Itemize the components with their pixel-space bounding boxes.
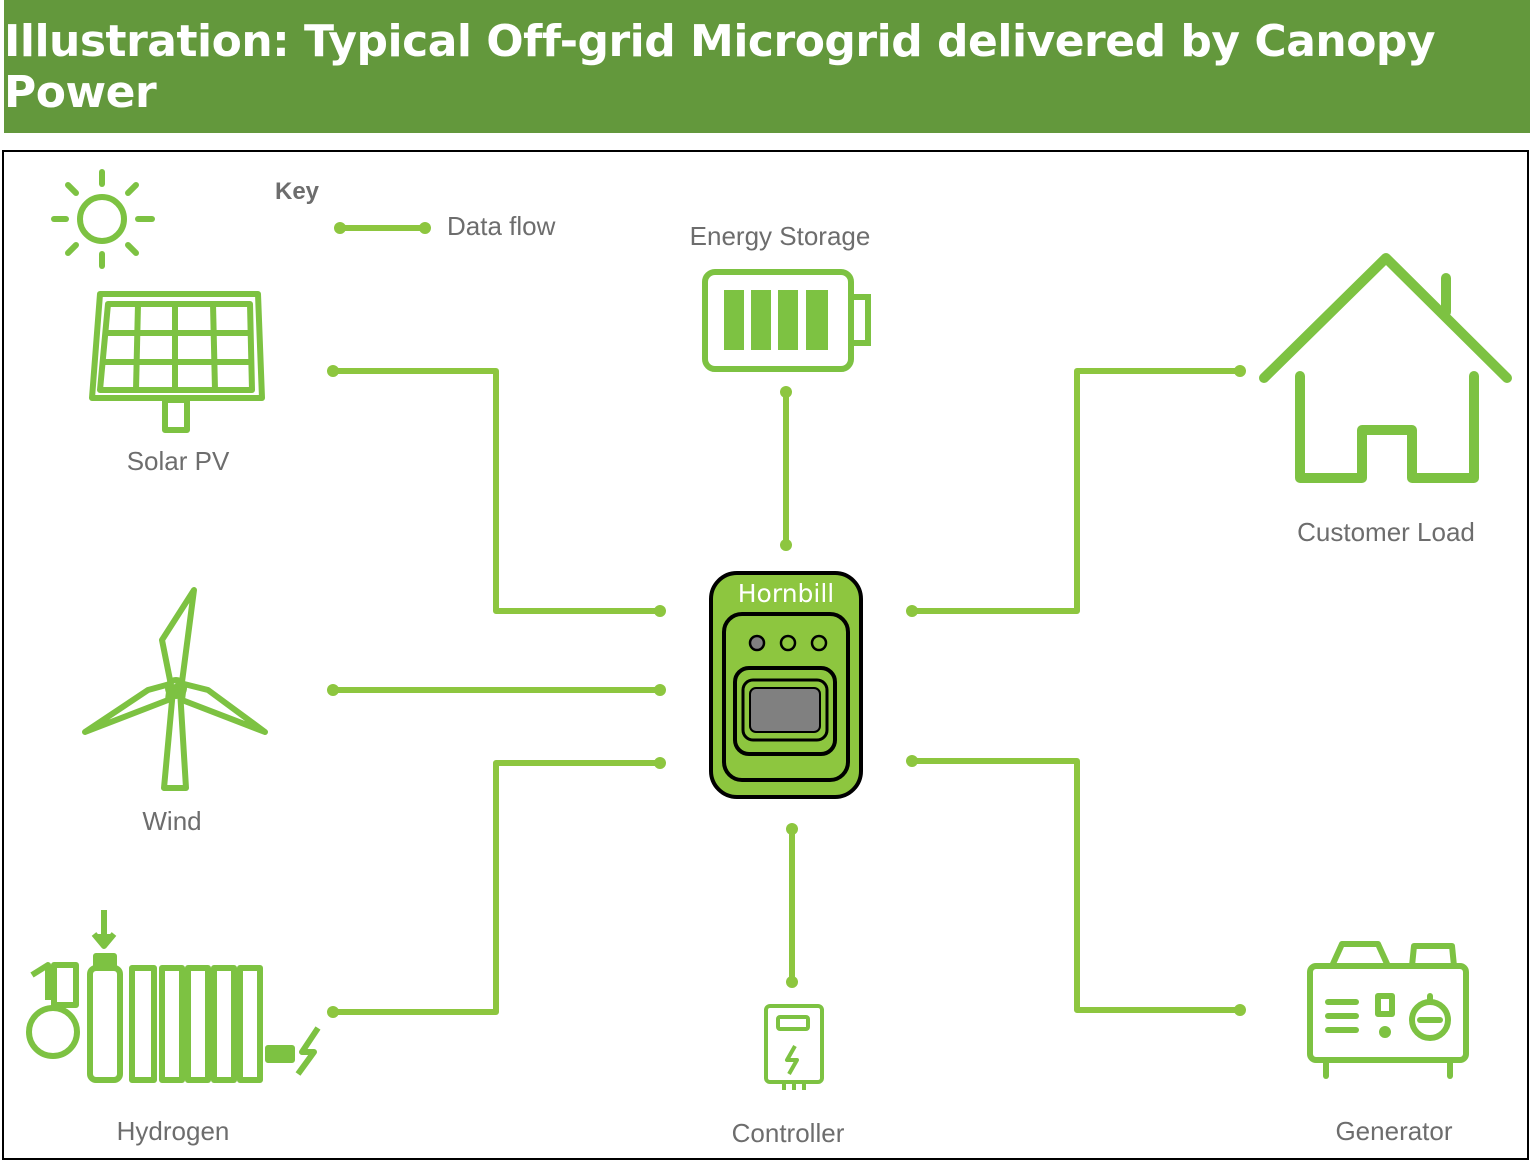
generator-icon	[1307, 941, 1469, 1079]
customer-load-label: Customer Load	[1297, 517, 1475, 547]
controller-label: Controller	[731, 1118, 845, 1148]
hydrogen-connector	[330, 760, 663, 1015]
hornbill-label: Hornbill	[737, 579, 835, 608]
title-banner: Illustration: Typical Off-grid Microgrid…	[4, 0, 1530, 133]
solar-pv-label: Solar PV	[126, 446, 230, 476]
solar-panel-icon	[89, 291, 265, 433]
battery-icon	[702, 269, 871, 372]
wind-turbine-icon	[82, 587, 268, 791]
diagram-frame	[2, 150, 1529, 1160]
customer-load-connector	[909, 368, 1243, 614]
hornbill-controller-icon	[709, 571, 863, 799]
house-icon	[1259, 253, 1512, 483]
key-data-flow-label: Data flow	[447, 211, 556, 241]
page-title: Illustration: Typical Off-grid Microgrid…	[4, 15, 1436, 118]
wind-label: Wind	[142, 806, 202, 836]
generator-connector	[909, 758, 1243, 1013]
key-title: Key	[275, 178, 320, 205]
controller-device-icon	[764, 1004, 824, 1090]
sun-icon	[51, 169, 155, 269]
hydrogen-icon	[26, 910, 321, 1083]
energy-storage-label: Energy Storage	[689, 221, 871, 251]
solar-connector	[330, 368, 663, 614]
generator-label: Generator	[1335, 1116, 1453, 1146]
hydrogen-label: Hydrogen	[116, 1116, 230, 1146]
